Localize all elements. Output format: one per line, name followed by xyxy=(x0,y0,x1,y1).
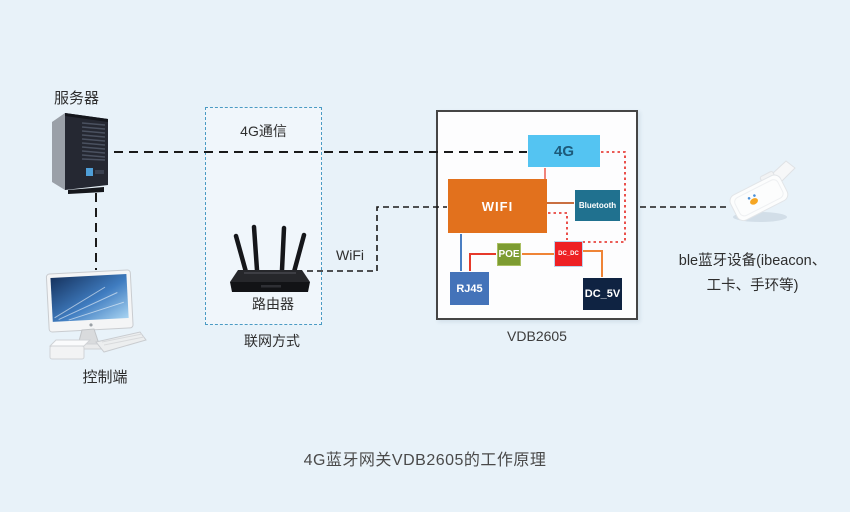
gateway-blocks: 4G WIFI Bluetooth POE DC_DC RJ45 DC_5V xyxy=(436,110,638,320)
network-box-4g-label: 4G通信 xyxy=(240,123,287,139)
wifi-link-label: WiFi xyxy=(336,247,364,263)
router-image xyxy=(230,224,310,292)
block-wifi: WIFI xyxy=(448,179,547,233)
block-bluetooth: Bluetooth xyxy=(575,190,620,221)
network-box-title: 联网方式 xyxy=(244,333,300,349)
block-poe: POE xyxy=(497,243,521,266)
server-label: 服务器 xyxy=(54,90,100,107)
block-4g: 4G xyxy=(528,135,600,167)
controller-label: 控制端 xyxy=(82,369,128,386)
block-dc-dc: DC_DC xyxy=(554,241,583,267)
ble-device-image xyxy=(729,160,796,222)
router-label: 路由器 xyxy=(252,296,294,312)
link-4g-dcdc-dotted xyxy=(583,151,626,243)
controller-image xyxy=(45,269,147,360)
block-rj45: RJ45 xyxy=(450,272,489,305)
block-dc-5v: DC_5V xyxy=(583,278,622,310)
page-caption: 4G蓝牙网关VDB2605的工作原理 xyxy=(303,452,547,469)
link-router-wifi xyxy=(307,206,447,272)
link-rj45-poe xyxy=(469,253,496,271)
ble-device-label-line1: ble蓝牙设备(ibeacon、 xyxy=(678,253,827,269)
ble-device-label-line2: 工卡、手环等) xyxy=(706,278,799,294)
link-wifi-dcdc-dotted xyxy=(548,212,568,240)
gateway-caption: VDB2605 xyxy=(507,328,567,344)
link-dcdc-dc5v xyxy=(583,250,603,277)
server-image xyxy=(52,113,108,194)
ble-device-label: ble蓝牙设备(ibeacon、 工卡、手环等) xyxy=(650,249,850,299)
